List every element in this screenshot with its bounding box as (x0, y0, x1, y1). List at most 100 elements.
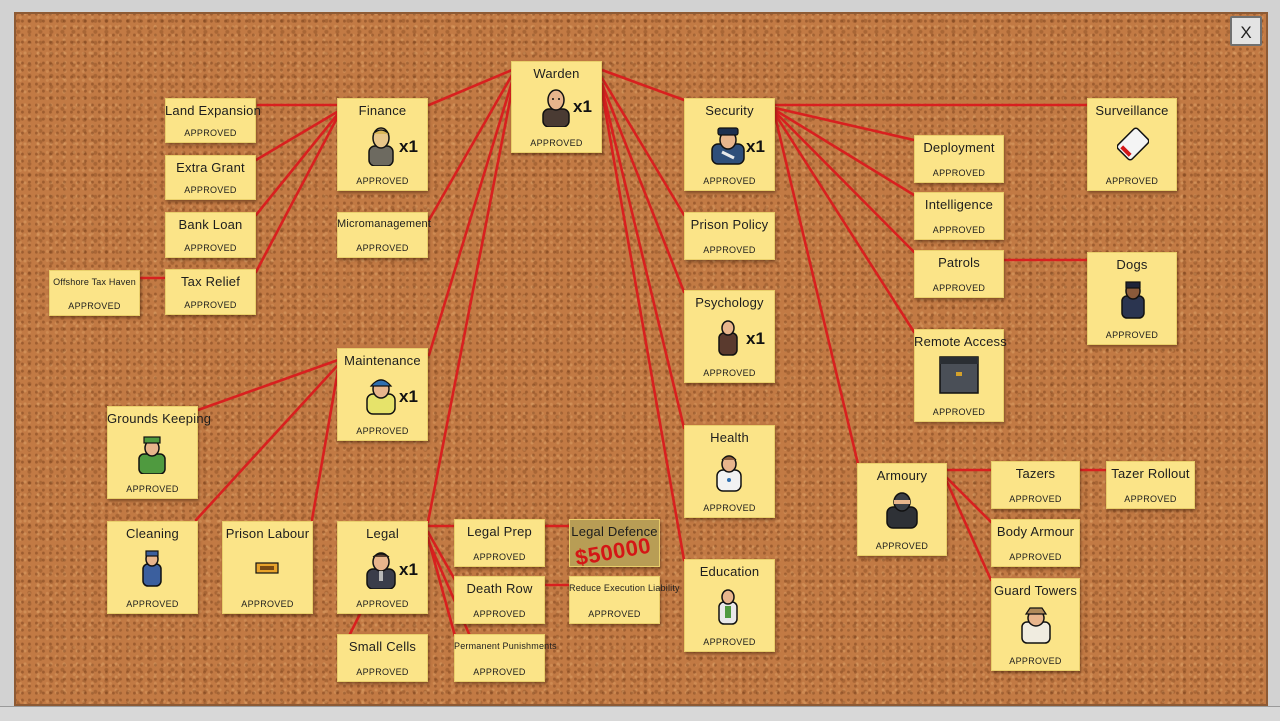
note-offshore-tax-haven[interactable]: Offshore Tax Haven APPROVED (49, 270, 140, 316)
bottom-bar (0, 706, 1280, 721)
note-education[interactable]: Education APPROVED (684, 559, 775, 652)
note-legal-prep[interactable]: Legal Prep APPROVED (454, 519, 545, 567)
note-prison-policy[interactable]: Prison Policy APPROVED (684, 212, 775, 260)
note-title: Offshore Tax Haven (53, 277, 136, 287)
note-maintenance[interactable]: Maintenance x1 APPROVED (337, 348, 428, 441)
guard-tower-icon (1021, 607, 1051, 644)
approved-label: APPROVED (184, 243, 237, 253)
note-micromanagement[interactable]: Micromanagement APPROVED (337, 212, 432, 258)
teacher-icon (718, 589, 738, 625)
approved-label: APPROVED (126, 484, 179, 494)
note-patrols[interactable]: Patrols APPROVED (914, 250, 1004, 298)
note-intelligence[interactable]: Intelligence APPROVED (914, 192, 1004, 240)
cctv-camera-icon (1117, 127, 1149, 161)
close-button[interactable]: X (1230, 16, 1262, 46)
note-title: Tax Relief (180, 274, 241, 289)
note-title: Prison Policy (690, 217, 769, 232)
note-warden[interactable]: Warden x1 APPROVED (511, 61, 602, 153)
note-title: Dogs (1116, 257, 1148, 272)
note-title: Surveillance (1095, 103, 1169, 118)
approved-label: APPROVED (473, 667, 526, 677)
approved-label: APPROVED (703, 245, 756, 255)
note-title: Prison Labour (225, 526, 310, 541)
note-death-row[interactable]: Death Row APPROVED (454, 576, 545, 624)
note-permanent-punishments[interactable]: Permanent Punishments APPROVED (454, 634, 557, 682)
approved-label: APPROVED (530, 138, 583, 148)
doctor-icon (716, 455, 742, 492)
note-dogs[interactable]: Dogs APPROVED (1087, 252, 1177, 345)
note-title: Land Expansion (165, 103, 262, 118)
approved-label: APPROVED (703, 637, 756, 647)
dog-handler-icon (1121, 281, 1145, 319)
approved-label: APPROVED (184, 128, 237, 138)
note-surveillance[interactable]: Surveillance APPROVED (1087, 98, 1177, 191)
note-reduce-execution-liability[interactable]: Reduce Execution Liability APPROVED (569, 576, 680, 624)
accountant-icon (368, 127, 394, 166)
note-tax-relief[interactable]: Tax Relief APPROVED (165, 269, 256, 315)
note-legal-defence[interactable]: Legal Defence $50000 (569, 519, 660, 570)
approved-label: APPROVED (1105, 176, 1159, 186)
note-finance[interactable]: Finance x1 APPROVED (337, 98, 428, 191)
approved-label: APPROVED (473, 552, 526, 562)
approved-label: APPROVED (126, 599, 179, 609)
note-title: Permanent Punishments (454, 641, 557, 651)
armed-guard-icon (886, 492, 918, 529)
note-title: Armoury (876, 468, 928, 483)
door-control-icon (939, 356, 979, 394)
note-guard-towers[interactable]: Guard Towers APPROVED (991, 578, 1080, 671)
note-small-cells[interactable]: Small Cells APPROVED (337, 634, 428, 682)
note-tazer-rollout[interactable]: Tazer Rollout APPROVED (1106, 461, 1195, 509)
note-title: Health (710, 430, 749, 445)
note-grounds-keeping[interactable]: Grounds Keeping APPROVED (107, 406, 211, 499)
approved-label: APPROVED (473, 609, 526, 619)
note-security[interactable]: Security x1 APPROVED (684, 98, 775, 191)
approved-label: APPROVED (703, 176, 756, 186)
gardener-icon (138, 436, 166, 474)
approved-label: APPROVED (1105, 330, 1159, 340)
note-armoury[interactable]: Armoury APPROVED (857, 463, 947, 556)
note-deployment[interactable]: Deployment APPROVED (914, 135, 1004, 183)
note-title: Patrols (938, 255, 980, 270)
staff-count: x1 (573, 97, 592, 116)
license-plate-icon (255, 562, 279, 574)
approved-label: APPROVED (356, 176, 409, 186)
note-title: Legal Prep (467, 524, 532, 539)
note-title: Security (705, 103, 754, 118)
staff-count: x1 (746, 329, 765, 348)
approved-label: APPROVED (1009, 494, 1062, 504)
note-prison-labour[interactable]: Prison Labour APPROVED (222, 521, 313, 614)
approved-label: APPROVED (1009, 552, 1062, 562)
note-title: Cleaning (126, 526, 179, 541)
approved-label: APPROVED (588, 609, 641, 619)
note-title: Extra Grant (176, 160, 245, 175)
note-land-expansion[interactable]: Land Expansion APPROVED (165, 98, 262, 143)
note-title: Education (699, 564, 760, 579)
note-title: Small Cells (348, 639, 417, 654)
approved-label: APPROVED (932, 407, 986, 417)
note-cleaning[interactable]: Cleaning APPROVED (107, 521, 198, 614)
note-title: Legal (366, 526, 399, 541)
note-title: Deployment (923, 140, 995, 155)
note-legal[interactable]: Legal x1 APPROVED (337, 521, 428, 614)
note-title: Reduce Execution Liability (569, 583, 680, 593)
warden-icon (542, 89, 570, 127)
approved-label: APPROVED (356, 667, 409, 677)
note-tazers[interactable]: Tazers APPROVED (991, 461, 1080, 509)
note-title: Micromanagement (337, 218, 432, 230)
note-title: Warden (533, 66, 580, 81)
approved-label: APPROVED (875, 541, 929, 551)
note-body-armour[interactable]: Body Armour APPROVED (991, 519, 1080, 567)
note-bank-loan[interactable]: Bank Loan APPROVED (165, 212, 256, 258)
note-remote-access[interactable]: Remote Access APPROVED (914, 329, 1007, 422)
note-title: Maintenance (344, 353, 421, 368)
staff-count: x1 (746, 137, 765, 156)
note-psychology[interactable]: Psychology x1 APPROVED (684, 290, 775, 383)
staff-count: x1 (399, 387, 418, 406)
note-health[interactable]: Health APPROVED (684, 425, 775, 518)
note-title: Bank Loan (178, 217, 243, 232)
foreman-icon (366, 379, 396, 415)
note-title: Psychology (695, 295, 764, 310)
staff-count: x1 (399, 560, 418, 579)
note-extra-grant[interactable]: Extra Grant APPROVED (165, 155, 256, 200)
